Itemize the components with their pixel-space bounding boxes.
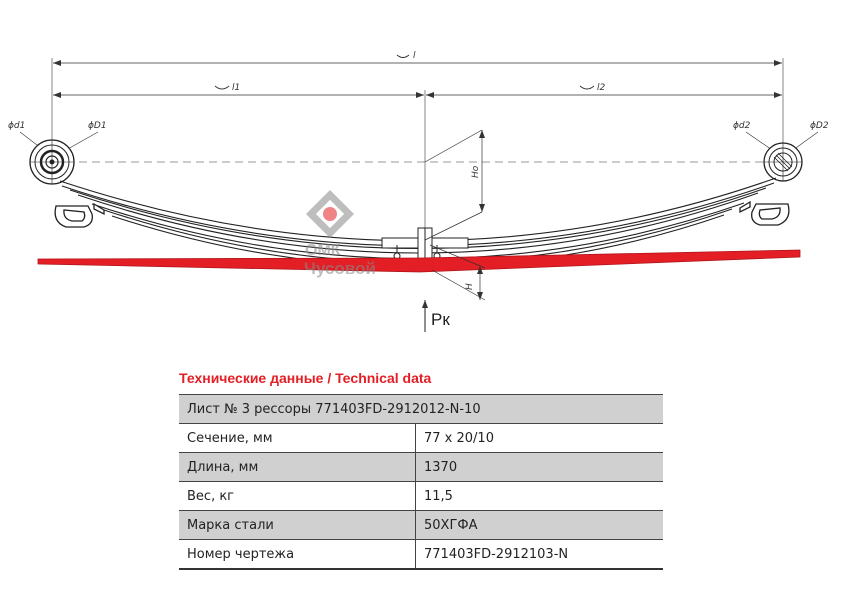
dim-D2-label: ϕD2 [810, 121, 829, 131]
dimension-H [429, 244, 486, 301]
dim-Ho-label: Ho [471, 165, 481, 178]
dim-l2-label: l2 [597, 83, 606, 93]
table-row: Марка стали 50ХГФА [179, 510, 663, 540]
table-row: Вес, кг 11,5 [179, 481, 663, 511]
left-leaf-clip [54, 202, 105, 228]
table-header-cell: Лист № 3 рессоры 771403FD-2912012-N-10 [179, 394, 663, 424]
dimension-l2: l2 [426, 83, 782, 98]
logo-city: Чусовой [304, 259, 376, 278]
left-spring-eye [29, 139, 75, 185]
dim-H-label: H [465, 283, 475, 290]
technical-data-title: Технические данные / Technical data [179, 370, 432, 386]
logo-brand: ОМК [305, 242, 341, 259]
technical-data-table: Лист № 3 рессоры 771403FD-2912012-N-10 С… [179, 394, 663, 570]
table-row: Сечение, мм 77 x 20/10 [179, 423, 663, 453]
dim-d2-label: ϕd2 [733, 121, 751, 131]
row-key: Марка стали [179, 510, 416, 540]
dimension-Ho [424, 129, 485, 241]
omk-logo: ОМК Чусовой [304, 189, 376, 278]
dimension-l1: l1 [53, 83, 424, 98]
row-key: Вес, кг [179, 481, 416, 511]
leaf-spring-drawing: l l1 l2 ϕd1 ϕD1 ϕd2 ϕD2 [8, 51, 829, 332]
highlighted-leaf [37, 249, 801, 273]
dim-D1-label: ϕD1 [88, 121, 107, 131]
dim-l-label: l [413, 51, 416, 61]
row-key: Длина, мм [179, 452, 416, 482]
dim-d1-label: ϕd1 [8, 121, 25, 131]
row-value: 77 x 20/10 [415, 423, 663, 453]
table-header-row: Лист № 3 рессоры 771403FD-2912012-N-10 [179, 394, 663, 424]
right-leaf-clip [739, 200, 790, 226]
row-value: 11,5 [415, 481, 663, 511]
row-value: 50ХГФА [415, 510, 663, 540]
right-spring-eye [763, 142, 803, 182]
row-key: Сечение, мм [179, 423, 416, 453]
table-row: Длина, мм 1370 [179, 452, 663, 482]
table-row: Номер чертежа 771403FD-2912103-N [179, 539, 663, 570]
dimension-l: l [53, 51, 782, 66]
row-value: 771403FD-2912103-N [415, 539, 663, 570]
extension-lines [51, 58, 784, 235]
row-value: 1370 [415, 452, 663, 482]
load-label: Pк [431, 310, 450, 329]
row-key: Номер чертежа [179, 539, 416, 570]
dim-l1-label: l1 [232, 83, 240, 93]
